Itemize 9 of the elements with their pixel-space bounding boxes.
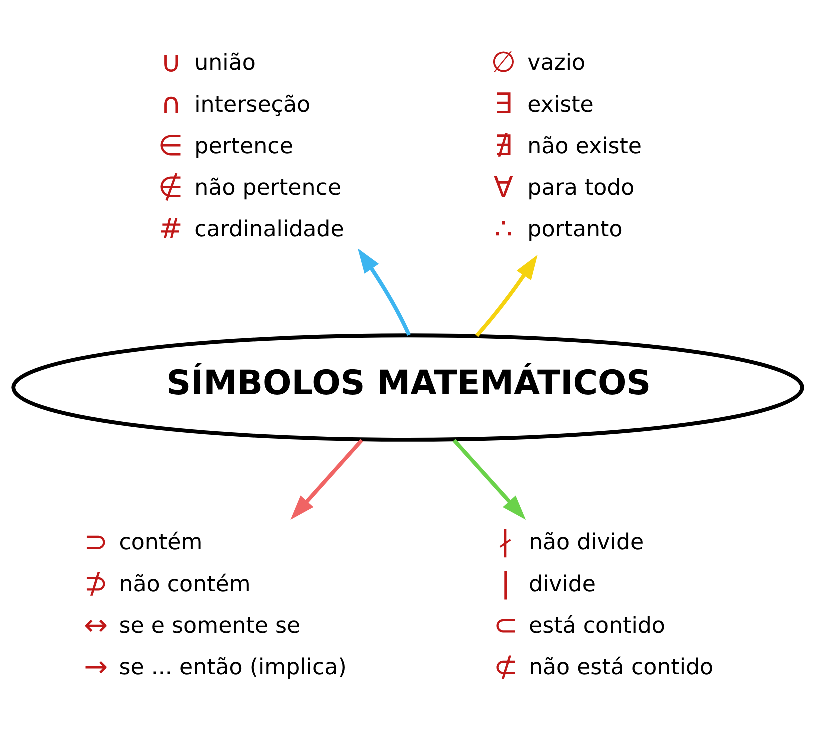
arrow bbox=[476, 254, 538, 337]
node-text: ∅ vazio ∃ existe ∄ não existe ∀ para todo ∴ portanto bbox=[491, 44, 642, 246]
node-text: ∤ não divide | divide ⊂ está contido ⊄ não está contido bbox=[494, 524, 714, 683]
node-text: ∪ união ∩ interseção ∈ pertence ∉ não pertence # cardinalidade bbox=[158, 44, 344, 246]
node-text: ⊃ contém ⊅ não contém ↔ se e somente se → se ... então (implica) bbox=[84, 524, 347, 683]
arrow bbox=[290, 438, 364, 520]
arrow bbox=[358, 248, 411, 336]
node-ellipse: SÍMBOLOS MATEMÁTICOS bbox=[12, 333, 804, 442]
arrow bbox=[452, 438, 526, 520]
